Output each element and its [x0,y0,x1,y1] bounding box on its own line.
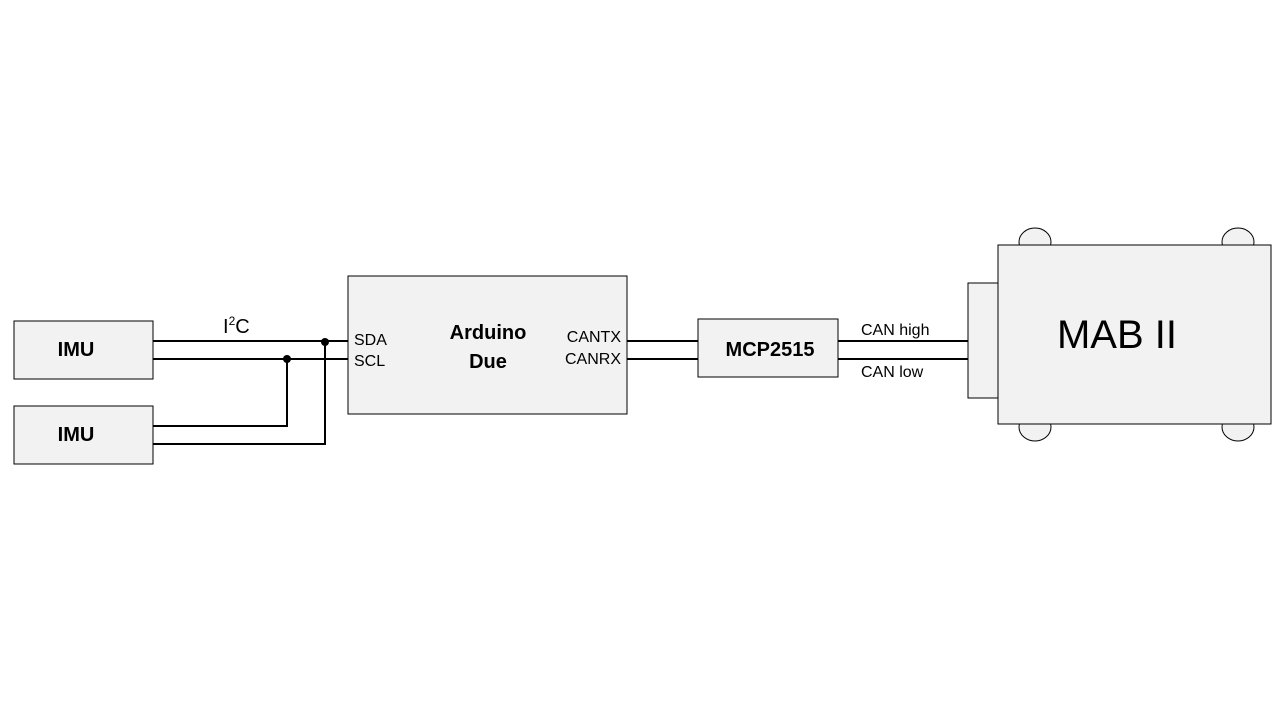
arduino-due-block: Arduino Due SDA SCL CANTX CANRX [347,275,628,415]
arduino-label-line2: Due [469,351,507,373]
pin-canrx-label: CANRX [565,351,621,368]
mcp2515-block: MCP2515 [697,318,839,378]
imu-2-label: IMU [58,424,95,446]
junction-dot-scl [283,355,291,363]
pin-scl-label: SCL [354,353,385,370]
mcp2515-label: MCP2515 [726,339,815,361]
mab-ii-body [997,244,1272,425]
arduino-due-box [347,275,628,415]
i2c-label-base: I [223,316,229,338]
junction-dot-sda [321,338,329,346]
mab-ii-connector [967,282,999,399]
arduino-label-line1: Arduino [450,322,527,344]
imu-2-box [13,405,154,465]
wires [153,340,968,445]
imu-1-label: IMU [58,339,95,361]
can-low-label: CAN low [861,364,924,381]
imu-1-box [13,320,154,380]
imu-block-1: IMU [13,320,154,380]
imu2-scl-branch [153,359,288,427]
pin-sda-label: SDA [354,332,387,349]
imu2-sda-branch [153,341,326,445]
mab-ii-block: MAB II [967,244,1272,425]
i2c-bus-label: I2C [223,314,250,338]
pin-cantx-label: CANTX [567,329,622,346]
i2c-label-superscript: 2 [229,314,236,328]
i2c-label-end: C [235,316,249,338]
mab-ii-label: MAB II [1057,313,1177,357]
can-high-label: CAN high [861,322,929,339]
mcp2515-box [697,318,839,378]
imu-block-2: IMU [13,405,154,465]
